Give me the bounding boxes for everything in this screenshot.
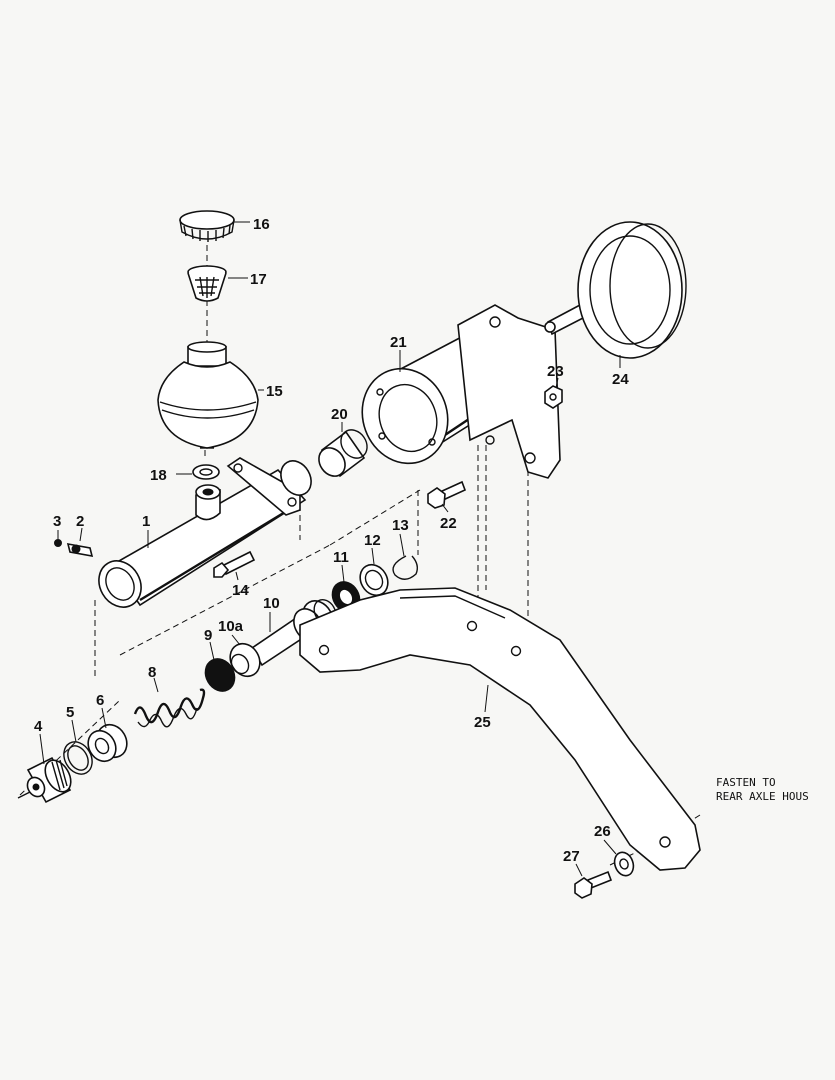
label-part-23: 23 [547, 363, 564, 380]
label-part-5: 5 [66, 704, 74, 721]
part-25-mounting-bracket [299, 587, 701, 871]
note-line-2: REAR AXLE HOUS [716, 790, 809, 803]
part-2-bleeder-screw [66, 542, 94, 558]
label-part-1: 1 [142, 513, 150, 530]
label-part-27: 27 [563, 848, 580, 865]
label-part-20: 20 [331, 406, 348, 423]
part-22-bolt [427, 480, 467, 509]
label-part-26: 26 [594, 823, 611, 840]
label-part-24: 24 [612, 371, 629, 388]
label-part-8: 8 [148, 664, 156, 681]
part-26-washer [613, 851, 635, 877]
label-part-3: 3 [53, 513, 61, 530]
part-16-filler-cap [179, 210, 235, 242]
part-8-spring [133, 688, 206, 728]
label-part-21: 21 [390, 334, 407, 351]
part-24-drum-assembly [457, 221, 687, 479]
label-part-2: 2 [76, 513, 84, 530]
part-9-primary-cup [204, 658, 236, 692]
label-part-6: 6 [96, 692, 104, 709]
part-17-strainer [187, 265, 227, 302]
mounting-note: FASTEN TO REAR AXLE HOUS [716, 776, 809, 803]
label-part-16: 16 [253, 216, 270, 233]
part-3-dust-cap [54, 539, 62, 547]
part-10a-cup [229, 642, 261, 678]
label-part-12: 12 [364, 532, 381, 549]
part-27-bolt [574, 870, 613, 899]
label-part-10: 10 [263, 595, 280, 612]
part-15-reservoir [157, 341, 259, 449]
part-6-check-valve [87, 723, 128, 763]
part-23-nut [544, 385, 563, 409]
part-14-bolt [213, 550, 256, 578]
label-part-9: 9 [204, 627, 212, 644]
part-4-end-plug [17, 756, 72, 804]
part-13-snap-ring [392, 555, 419, 580]
label-part-10a: 10a [218, 618, 244, 635]
label-part-18: 18 [150, 467, 167, 484]
label-part-25: 25 [474, 714, 491, 731]
part-12-washer [359, 563, 389, 597]
part-5-washer [63, 741, 93, 775]
part-1-master-cylinder-body [98, 457, 312, 608]
label-part-4: 4 [34, 718, 43, 735]
label-part-14: 14 [232, 582, 249, 599]
label-part-11: 11 [333, 549, 349, 566]
label-part-13: 13 [392, 517, 409, 534]
label-part-22: 22 [440, 515, 457, 532]
leader-lines [39, 221, 621, 877]
label-part-15: 15 [266, 383, 283, 400]
label-part-17: 17 [250, 271, 267, 288]
note-line-1: FASTEN TO [716, 776, 776, 789]
part-20-bushing [318, 429, 368, 478]
part-number-labels: 16 17 15 18 1 2 3 14 20 21 22 23 24 13 1… [34, 216, 629, 865]
part-18-seal [192, 464, 220, 480]
